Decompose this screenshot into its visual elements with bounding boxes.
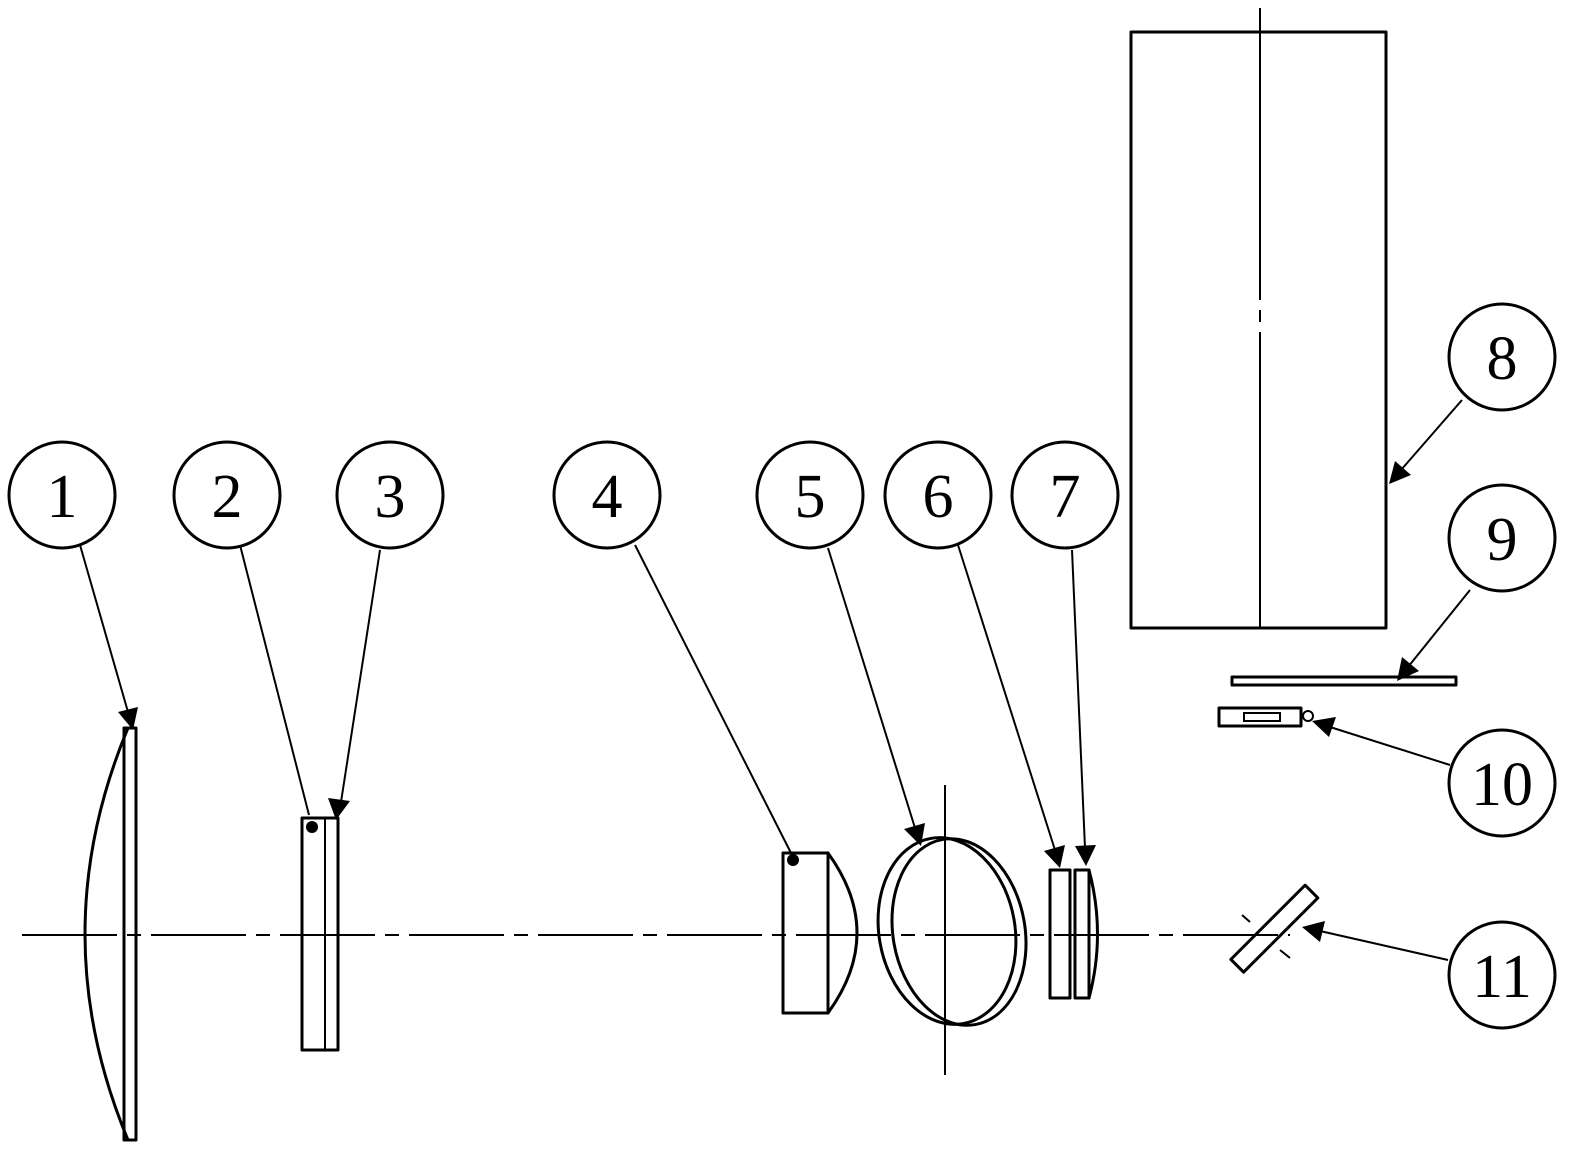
callout-8-label: 8 [1487,325,1518,393]
callout-1-label: 1 [47,463,78,531]
callout-4-label: 4 [592,463,623,531]
disc-5 [876,785,1028,1075]
lens-1 [83,726,138,1142]
callout-1: 1 [7,440,117,550]
callout-6: 6 [883,440,993,550]
callout-4: 4 [552,440,662,550]
callout-3-label: 3 [375,463,406,531]
plate-2-3 [300,816,340,1052]
leader-lines [79,399,1471,961]
callout-9: 9 [1447,483,1557,593]
callout-11-label: 11 [1472,943,1532,1011]
callout-10: 10 [1447,728,1557,838]
callout-7: 7 [1010,440,1120,550]
elements-6-7 [1048,868,1099,1000]
callout-8: 8 [1447,302,1557,412]
callout-5: 5 [755,440,865,550]
callout-2-label: 2 [212,463,243,531]
callout-7-label: 7 [1050,463,1081,531]
callout-3: 3 [335,440,445,550]
part-10 [1217,706,1314,728]
callout-11: 11 [1447,920,1557,1030]
callout-2: 2 [172,440,282,550]
callout-5-label: 5 [795,463,826,531]
mirror-11 [1229,883,1320,974]
callout-6-label: 6 [923,463,954,531]
callout-9-label: 9 [1487,506,1518,574]
component-8 [1129,8,1388,630]
plate-9 [1230,675,1458,687]
lens-4 [781,851,859,1015]
callout-10-label: 10 [1471,751,1533,819]
